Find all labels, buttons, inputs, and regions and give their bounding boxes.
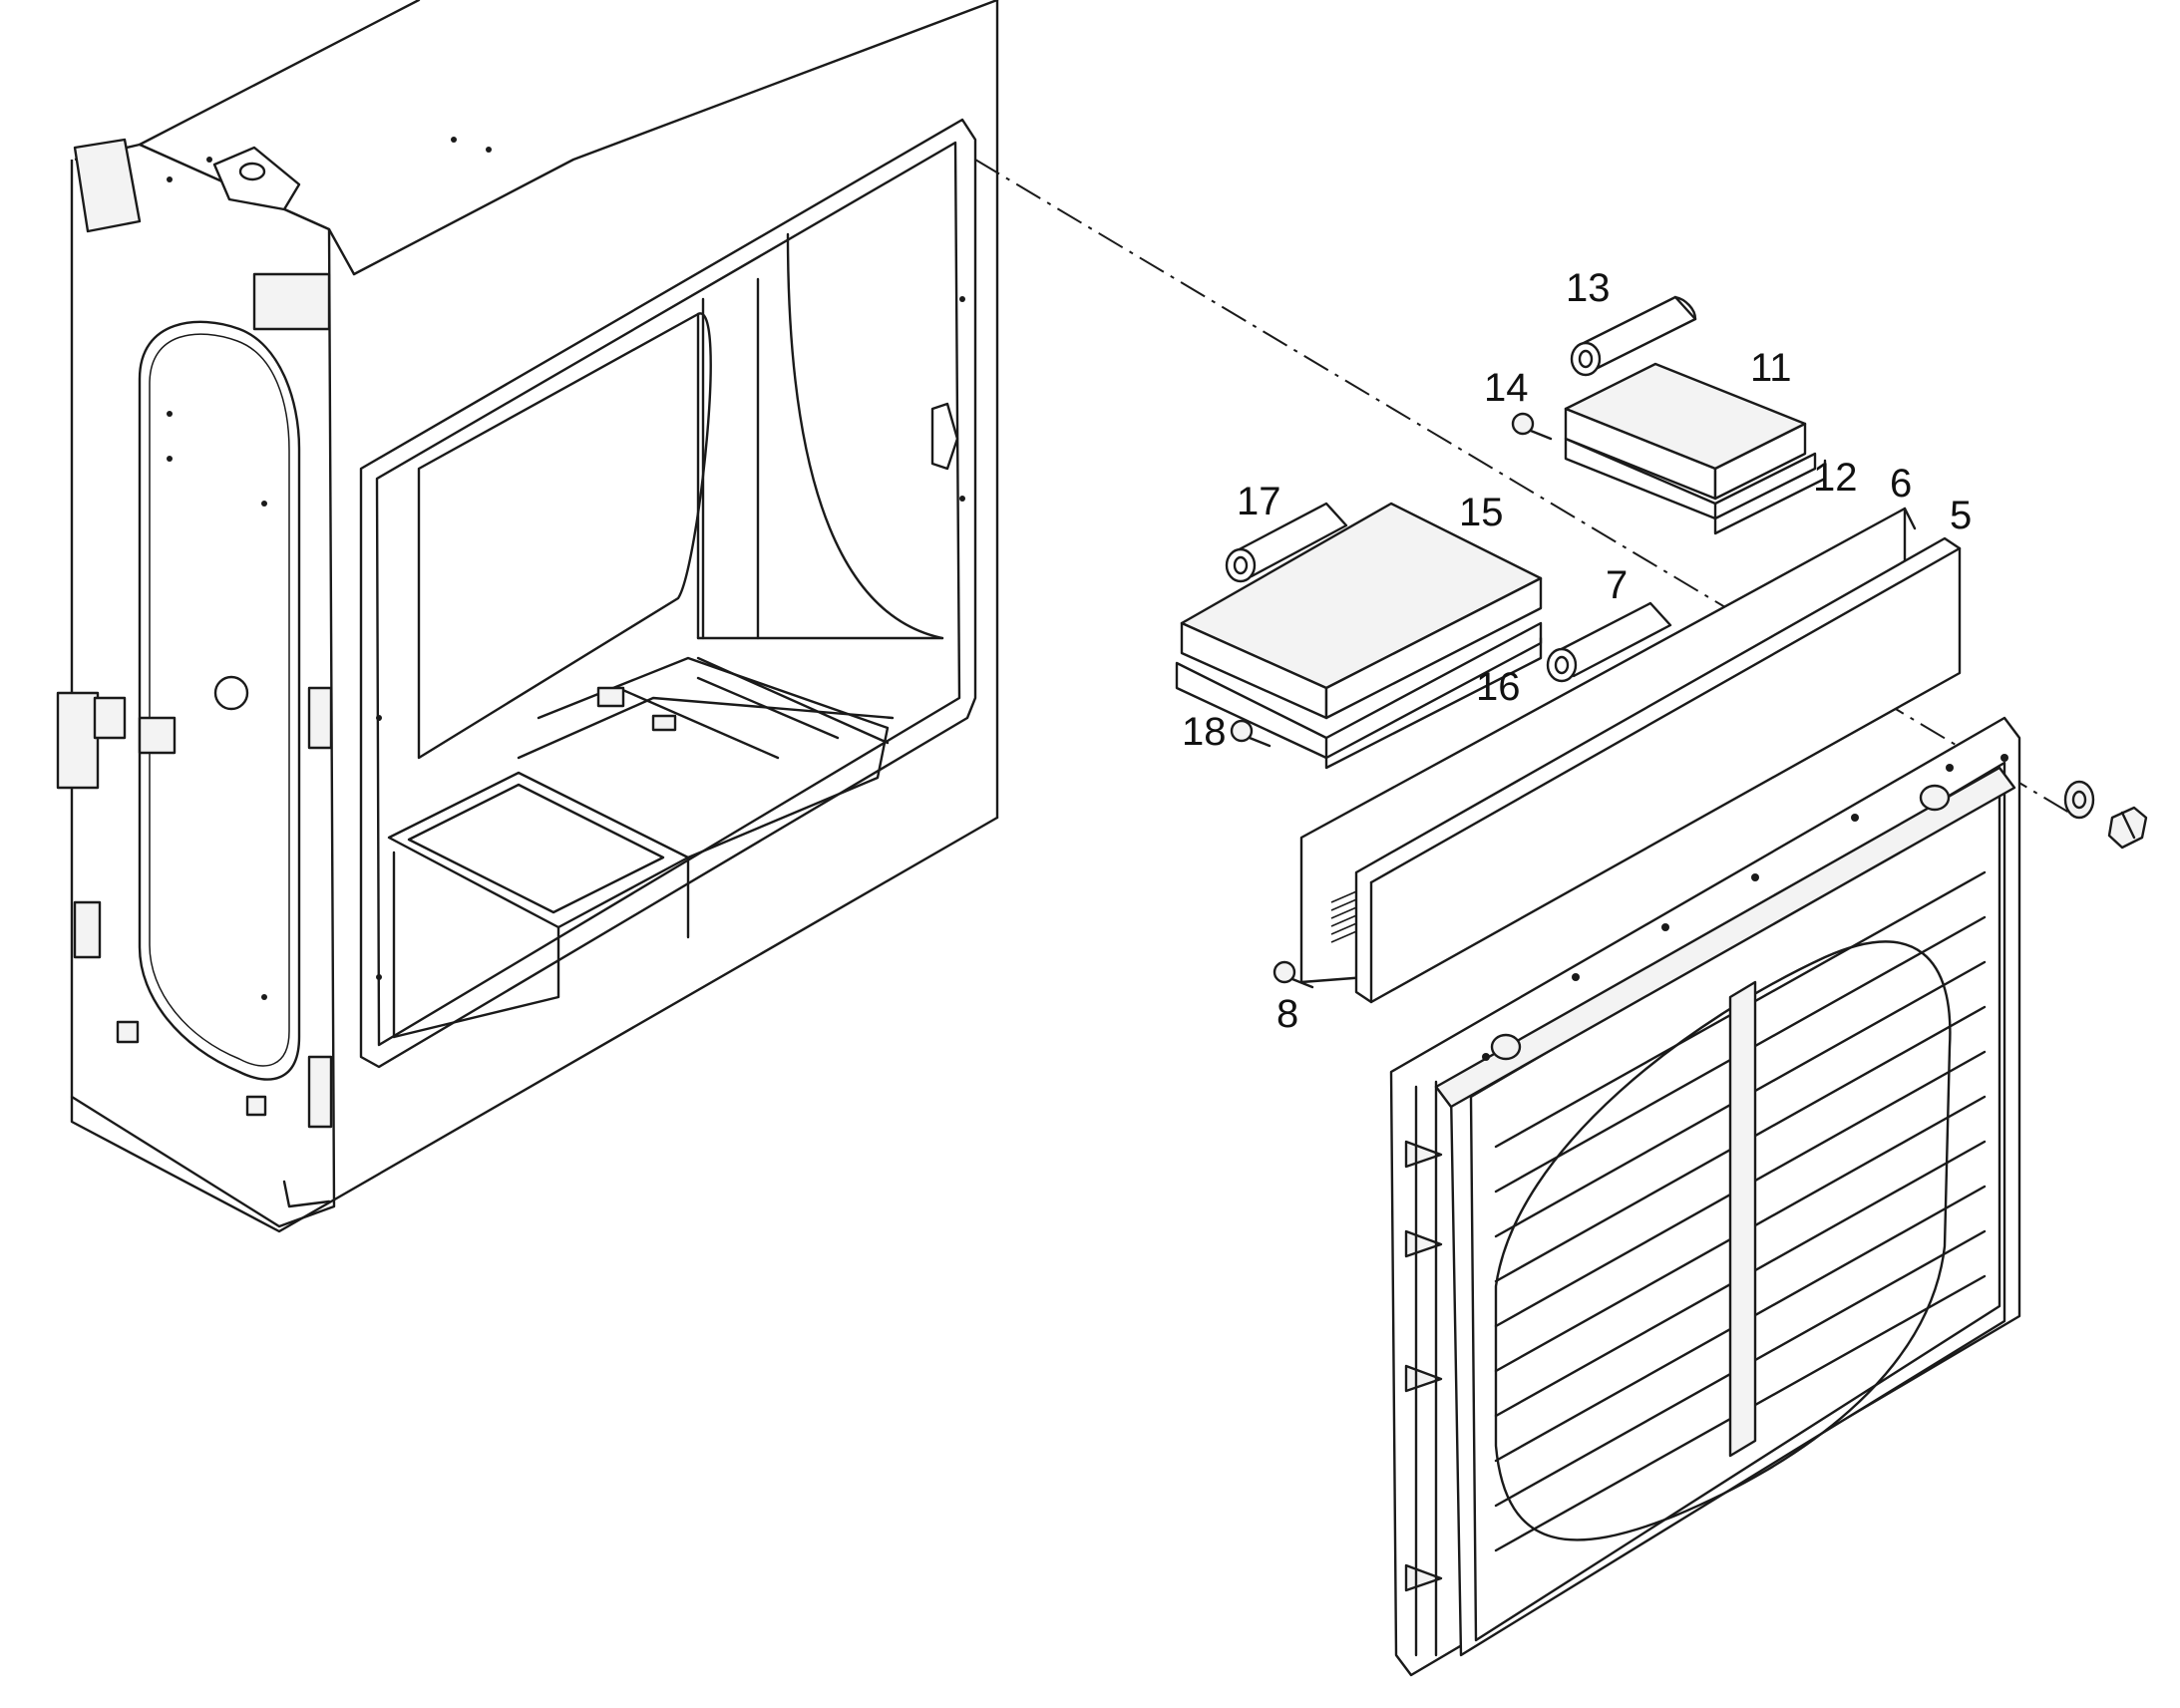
louver-frame-assembly	[1389, 716, 2021, 1677]
part-18-screw	[1230, 719, 1272, 748]
part-8-screw	[1272, 960, 1314, 989]
parts-11-12-filter-and-tray	[1564, 362, 1827, 535]
part-7-seal-tube	[1546, 601, 1672, 683]
callout-16: 16	[1476, 665, 1521, 709]
callout-6: 6	[1890, 462, 1912, 506]
callout-8: 8	[1276, 992, 1298, 1036]
callout-13: 13	[1566, 266, 1611, 310]
callout-12: 12	[1813, 456, 1858, 500]
callout-17: 17	[1237, 480, 1281, 523]
part-14-screw	[1511, 412, 1553, 441]
callout-18: 18	[1182, 710, 1227, 754]
callout-5: 5	[1950, 494, 1972, 537]
callout-11: 11	[1750, 346, 1792, 390]
part-17-seal-tube	[1225, 502, 1348, 583]
callout-labels: 13 14 11 12 6 5 17 15 7 16 18 8	[1182, 266, 1972, 1036]
parts-15-16-filter-and-tray	[1175, 502, 1543, 770]
callout-7: 7	[1606, 563, 1628, 607]
cabinet-housing	[56, 0, 999, 1233]
washer-and-bolt	[2063, 780, 2148, 850]
callout-15: 15	[1459, 491, 1504, 534]
part-13-seal-tube	[1570, 295, 1697, 377]
part-5-panel	[1354, 536, 1962, 1004]
callout-14: 14	[1484, 366, 1529, 410]
